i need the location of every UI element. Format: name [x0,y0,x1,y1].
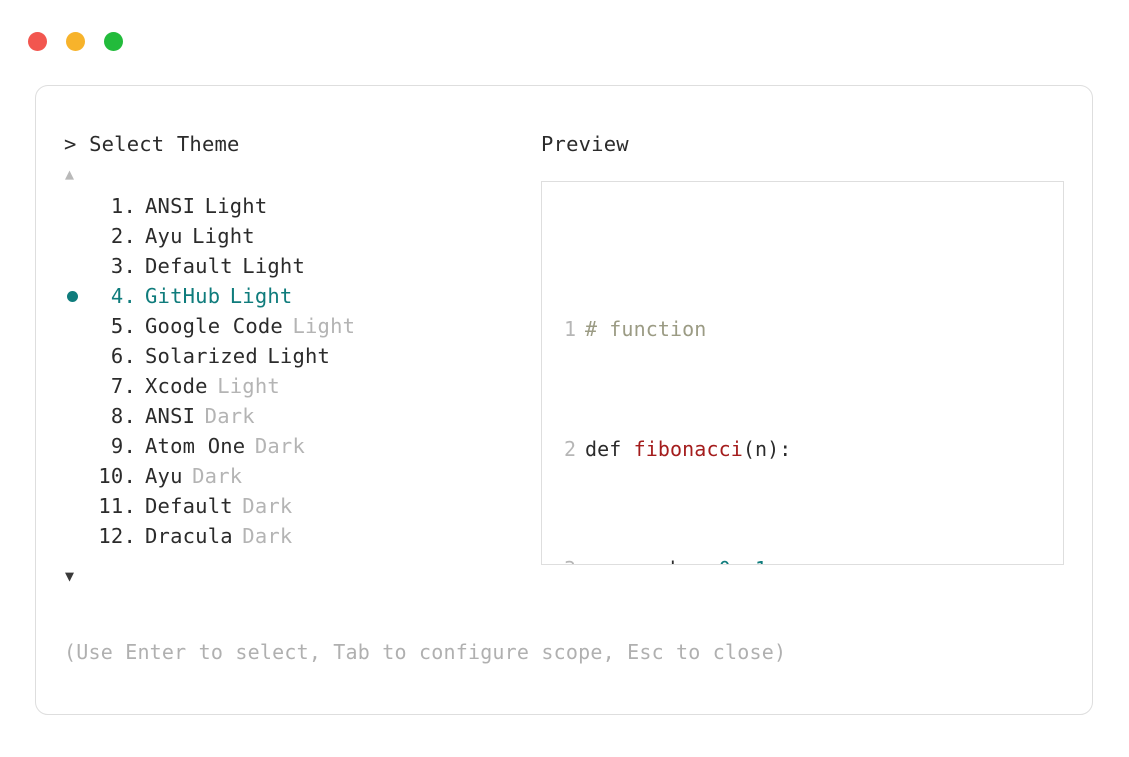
theme-item-name: Ayu [145,224,183,248]
token-comment: # function [585,317,707,341]
preview-title: Preview [541,132,629,156]
theme-item-name: Dracula [145,524,233,548]
theme-list-item[interactable]: 11. Default Dark [64,491,534,521]
preview-column: Preview 1 # function 2 def fibonacci(n): 3… [541,131,1071,565]
selected-bullet-icon [67,290,78,302]
theme-item-name: ANSI [145,404,196,428]
maximize-dot[interactable] [104,32,123,51]
theme-item-variant: Dark [254,434,306,458]
token-params: (n): [742,437,792,461]
theme-item-index: 1. [110,194,136,218]
selection-indicator-slot [64,341,94,371]
token-plain: a, b = [585,557,719,564]
selection-indicator-slot [64,461,94,491]
window-traffic-lights [28,32,123,51]
scroll-down-arrow-icon[interactable]: ▼ [65,567,75,585]
line-number: 2 [564,437,577,461]
token-number: 1 [755,557,767,564]
theme-list-item[interactable]: 7. Xcode Light [64,371,534,401]
selection-indicator-slot [64,401,94,431]
theme-item-index: 6. [110,344,136,368]
theme-list-item[interactable]: 1. ANSI Light [64,191,534,221]
theme-item-variant: Light [267,344,331,368]
token-plain: , [731,557,755,564]
preview-box: 1 # function 2 def fibonacci(n): 3 a, b = … [541,181,1064,565]
theme-list-item[interactable]: 3. Default Light [64,251,534,281]
theme-item-variant: Dark [192,464,243,488]
theme-item-variant: Dark [204,404,255,428]
minimize-dot[interactable] [66,32,85,51]
theme-item-name: Xcode [145,374,208,398]
theme-list-item[interactable]: 2. Ayu Light [64,221,534,251]
theme-item-index: 5. [110,314,136,338]
theme-item-variant: Light [192,224,255,248]
theme-item-variant: Light [229,284,293,308]
theme-item-name: Ayu [145,464,183,488]
theme-item-name: Solarized [145,344,258,368]
scroll-up-arrow-icon[interactable]: ▲ [65,165,75,183]
theme-item-index: 11. [98,494,136,518]
selection-indicator-slot [64,311,94,341]
theme-item-index: 12. [98,524,136,548]
selection-indicator-slot [64,281,94,311]
token-keyword: def [585,437,622,461]
selection-indicator-slot [64,371,94,401]
theme-list-item[interactable]: 6. Solarized Light [64,341,534,371]
token-function-name: fibonacci [633,437,743,461]
theme-item-index: 2. [110,224,136,248]
theme-item-name: ANSI [145,194,196,218]
keyboard-hint: (Use Enter to select, Tab to configure s… [64,640,787,664]
line-number: 3 [564,554,576,564]
line-number: 1 [564,317,577,341]
theme-item-index: 7. [110,374,136,398]
theme-list-item[interactable]: 9. Atom One Dark [64,431,534,461]
theme-list-item[interactable]: 4. GitHub Light [64,281,534,311]
theme-item-name: Google Code [145,314,283,338]
selection-indicator-slot [64,221,94,251]
selection-indicator-slot [64,521,94,551]
theme-item-variant: Dark [242,494,293,518]
theme-item-name: Default [145,494,233,518]
theme-item-variant: Light [242,254,306,278]
theme-item-name: Atom One [145,434,246,458]
selection-indicator-slot [64,491,94,521]
code-line: 2 def fibonacci(n): [542,434,1063,464]
theme-item-variant: Light [217,374,280,398]
close-dot[interactable] [28,32,47,51]
theme-list-item[interactable]: 8. ANSI Dark [64,401,534,431]
theme-item-name: GitHub [145,284,221,308]
code-sample: 1 # function 2 def fibonacci(n): 3 a, b = … [542,224,1063,564]
code-line: 1 # function [542,314,1063,344]
selection-indicator-slot [64,431,94,461]
prompt-heading: > Select Theme [64,132,240,156]
theme-item-variant: Light [204,194,268,218]
code-line: 3 a, b = 0, 1 [542,554,1063,564]
theme-item-variant: Light [292,314,356,338]
theme-list-item[interactable]: 12. Dracula Dark [64,521,534,551]
token-number: 0 [719,557,731,564]
theme-item-index: 3. [110,254,136,278]
theme-item-name: Default [145,254,233,278]
selection-indicator-slot [64,251,94,281]
theme-list-item[interactable]: 10. Ayu Dark [64,461,534,491]
theme-item-index: 9. [110,434,136,458]
theme-item-index: 10. [98,464,136,488]
theme-item-index: 8. [110,404,136,428]
token-space [621,437,633,461]
theme-item-variant: Dark [242,524,293,548]
theme-list-item[interactable]: 5. Google Code Light [64,311,534,341]
theme-item-index: 4. [110,284,136,308]
selection-indicator-slot [64,191,94,221]
